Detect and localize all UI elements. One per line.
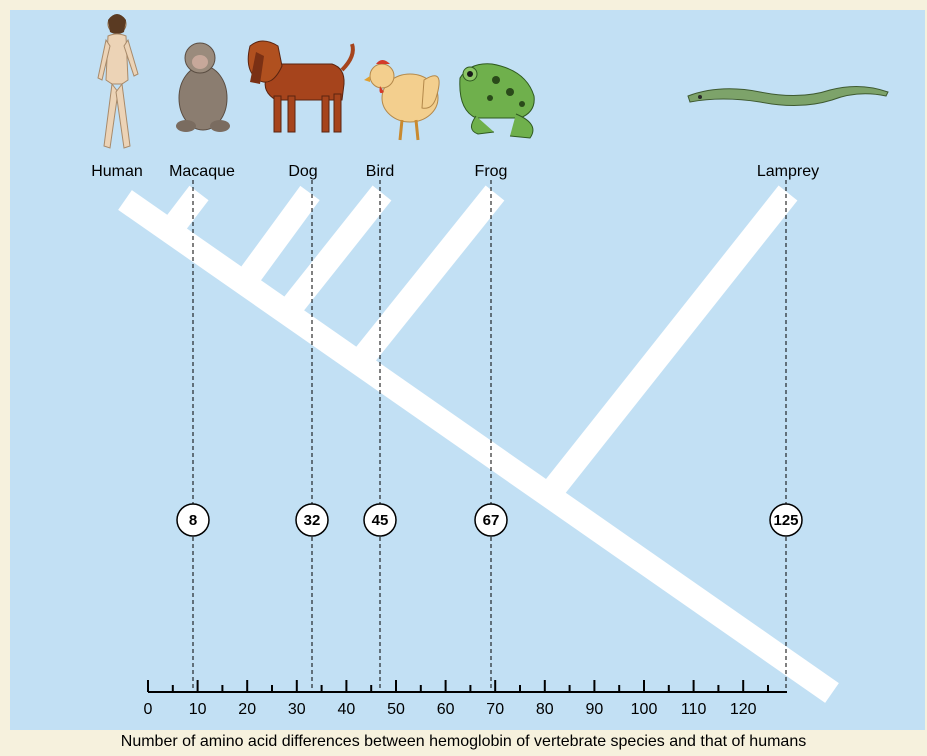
x-axis-tick-label: 120 [730,701,757,718]
badge-bird: 45 [364,504,396,536]
x-axis-tick-label: 40 [338,701,356,718]
x-axis-tick-label: 110 [681,701,707,718]
x-axis-tick-labels: 0 10 20 30 40 50 60 70 80 90 100 110 120 [144,701,757,718]
label-human: Human [91,163,143,180]
x-axis-tick-label: 20 [238,701,256,718]
badge-value-frog: 67 [483,512,500,529]
frog-icon [460,64,534,138]
species-labels: Human Macaque Dog Bird Frog Lamprey [91,163,819,180]
x-axis-tick-label: 0 [144,701,153,718]
badge-value-macaque: 8 [189,512,197,529]
badge-lamprey: 125 [770,504,802,536]
badge-macaque: 8 [177,504,209,536]
x-axis-tick-label: 60 [437,701,455,718]
badge-dog: 32 [296,504,328,536]
macaque-icon [176,43,230,132]
label-bird: Bird [366,163,394,180]
human-figure-icon [98,14,138,148]
branch-macaque [170,193,199,231]
x-axis-tick-label: 10 [189,701,207,718]
x-axis-tick-label: 30 [288,701,306,718]
label-macaque: Macaque [169,163,235,180]
difference-badges: 8 32 45 67 125 [177,504,802,536]
label-lamprey: Lamprey [757,163,819,180]
x-axis-tick-label: 80 [536,701,554,718]
badge-frog: 67 [475,504,507,536]
x-axis-tick-label: 70 [486,701,504,718]
x-axis-ticks [148,680,768,692]
label-frog: Frog [475,163,508,180]
dog-icon [248,41,353,132]
lamprey-icon [688,86,888,105]
x-axis-tick-label: 90 [586,701,604,718]
branch-dog [250,193,310,275]
badge-value-dog: 32 [304,512,321,529]
x-axis-tick-label: 50 [387,701,405,718]
branch-frog [365,193,495,355]
phylogenetic-tree [125,193,832,693]
reference-lines [193,180,786,692]
branch-lamprey [555,193,788,487]
x-axis-tick-label: 100 [631,701,658,718]
bird-icon [364,60,439,140]
x-axis: 0 10 20 30 40 50 60 70 80 90 100 110 120 [144,680,787,718]
badge-value-lamprey: 125 [773,512,798,529]
badge-value-bird: 45 [372,512,389,529]
axis-title: Number of amino acid differences between… [0,733,927,751]
label-dog: Dog [288,163,317,180]
